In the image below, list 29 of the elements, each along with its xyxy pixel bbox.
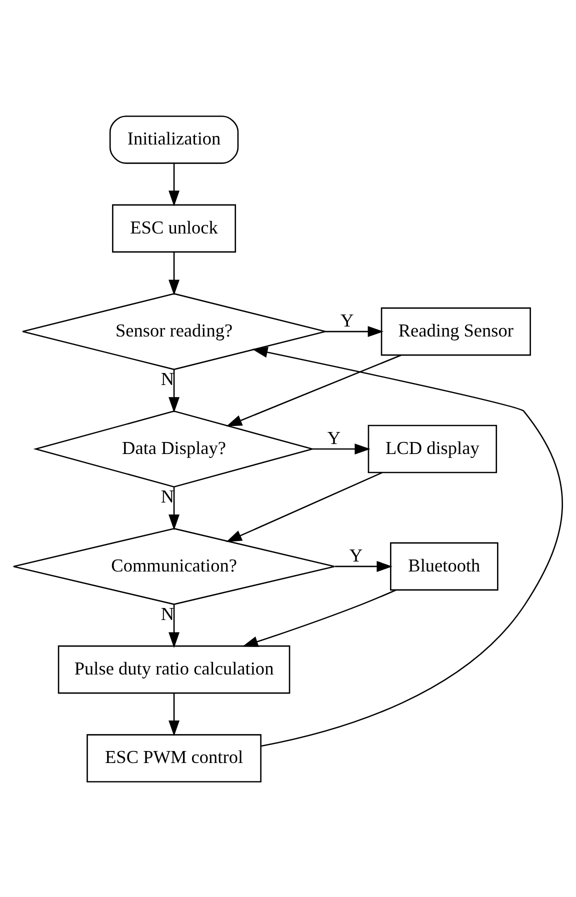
arrow [226, 354, 402, 426]
arrow [252, 346, 563, 746]
arrow [325, 326, 384, 337]
edge-label: N [160, 604, 174, 624]
node-box: ESC PWM control [86, 734, 262, 782]
arrow [226, 472, 382, 542]
node-box: Reading Sensor [380, 306, 531, 356]
node-diamond: Sensor reading? [22, 292, 326, 370]
arrow [168, 252, 180, 295]
edge-label: Y [340, 310, 354, 330]
edge-label: Y [327, 428, 341, 448]
arrow [168, 692, 180, 736]
arrow [334, 560, 392, 572]
arrow [168, 163, 180, 206]
edge-label: Y [349, 544, 363, 565]
arrow [312, 443, 370, 454]
node-diamond: Data Display? [33, 410, 315, 488]
node-box: LCD display [368, 424, 498, 473]
node-diamond: Communication? [12, 527, 336, 604]
arrow [168, 486, 180, 530]
node-box: Bluetooth [390, 542, 498, 590]
node-box: ESC unlock [112, 204, 236, 252]
arrow [242, 589, 396, 646]
edge-label: N [160, 368, 174, 389]
arrow [168, 604, 180, 648]
node-box: Pulse duty ratio calculation [58, 644, 290, 694]
arrow [168, 369, 180, 412]
node-box: Initialization [109, 115, 239, 164]
edge-label: N [160, 486, 174, 506]
